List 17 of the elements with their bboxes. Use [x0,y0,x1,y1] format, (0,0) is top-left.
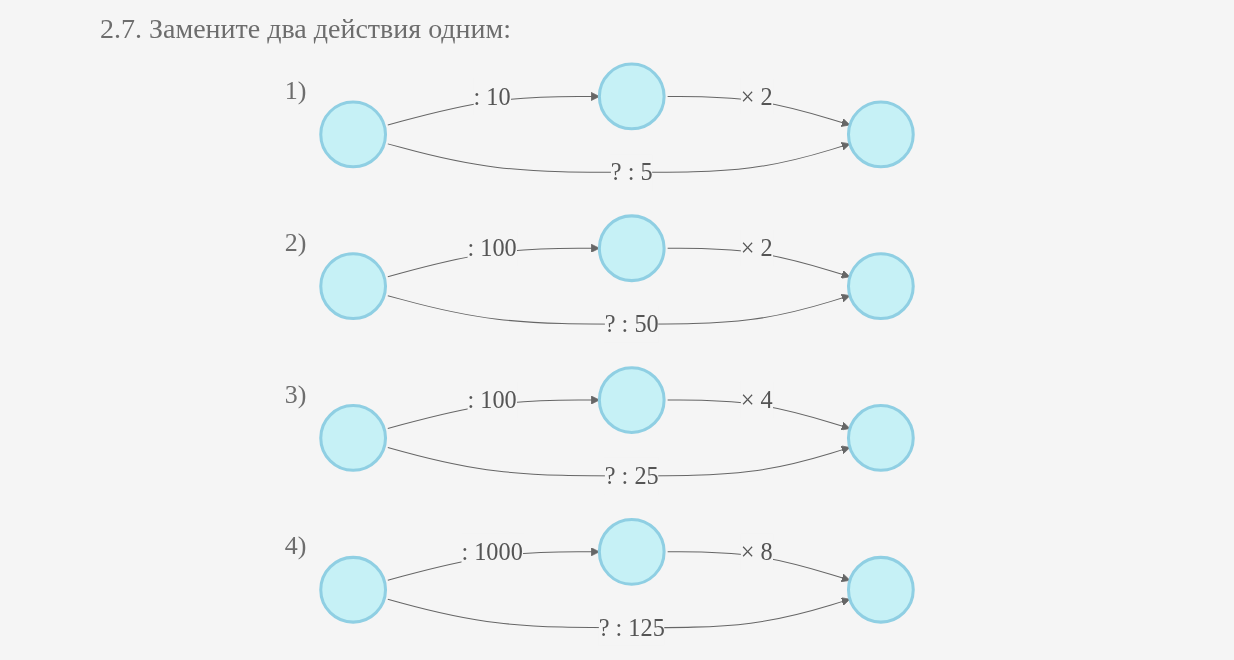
circle-node [597,214,666,283]
circle-node [846,100,915,169]
circle-node [597,62,666,131]
circle-node [319,555,388,624]
circle-node [846,404,915,472]
item-number: 4) [284,531,307,562]
circle-node [597,366,666,434]
circle-node [846,555,915,624]
item-number: 1) [284,76,307,107]
circle-node [319,404,388,472]
circle-node [597,517,666,586]
exercise-title: 2.7. Замените два действия одним: [100,12,512,46]
circle-node [846,252,915,321]
circle-node [319,100,388,169]
item-number: 3) [284,379,307,410]
circle-node [319,252,388,321]
item-number: 2) [284,227,307,258]
